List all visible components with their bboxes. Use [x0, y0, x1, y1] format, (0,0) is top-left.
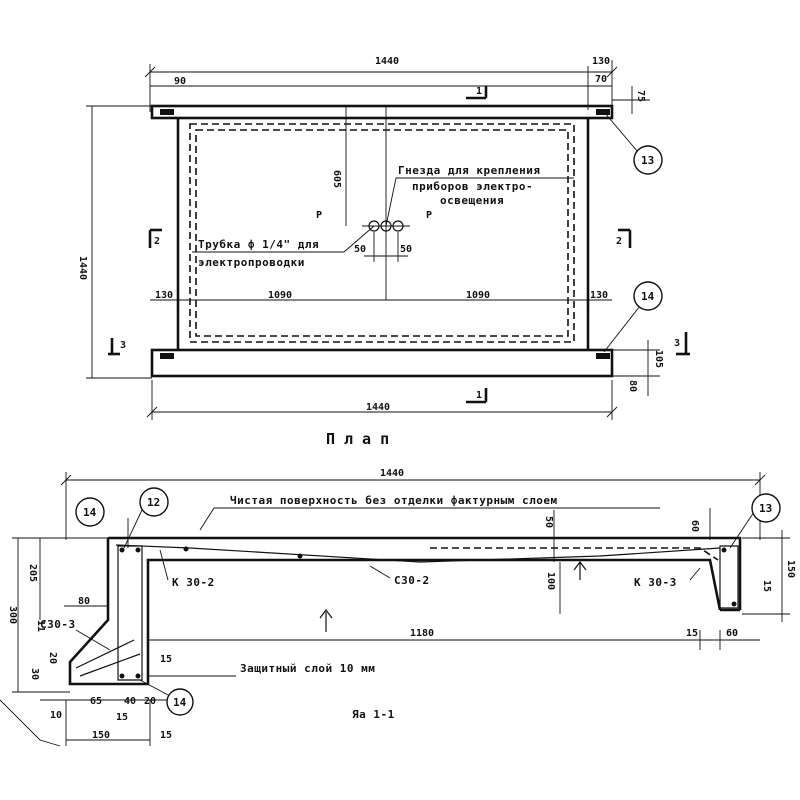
section-dim-15-mid: 15 — [686, 628, 698, 639]
section-dim-205: 205 — [27, 564, 38, 582]
section-dim-100-right: 100 — [545, 572, 556, 590]
section-dim-15-bottom-left: 15 — [116, 712, 128, 723]
section-dim-11: 11 — [35, 620, 46, 632]
section-dim-1180: 1180 — [410, 628, 434, 639]
plan-mark-r-right: Р — [426, 210, 432, 221]
plan-bubble-13-label: 13 — [641, 154, 654, 167]
section-dim-60-bottom: 60 — [726, 628, 738, 639]
plan-overall-width-bottom: 1440 — [366, 402, 390, 413]
plan-dim-50-right: 50 — [400, 244, 412, 255]
plan-rib-90: 90 — [174, 76, 186, 87]
plan-reinforcement-outline — [189, 123, 575, 343]
plan-dim-50-left: 50 — [354, 244, 366, 255]
plan-dim-105: 105 — [653, 350, 664, 368]
section-bubble-12 — [139, 487, 169, 517]
section-dim-30-left: 30 — [29, 668, 40, 680]
plan-dim-80: 80 — [627, 380, 638, 392]
section-dim-40: 40 — [124, 696, 136, 707]
plan-section-3-left: 3 — [120, 340, 126, 351]
section-dim-80-left: 80 — [78, 596, 90, 607]
plan-section-2-right: 2 — [616, 236, 622, 247]
section-dim-15-bottom-right: 15 — [160, 730, 172, 741]
section-dim-15-right: 15 — [761, 580, 772, 592]
section-rod-main — [115, 544, 721, 563]
section-bubble-14-top — [75, 497, 105, 527]
plan-top-flange — [150, 104, 614, 120]
section-dim-15-mid-left: 15 — [160, 654, 172, 665]
plan-bubble-14-label: 14 — [641, 290, 655, 303]
plan-rib-130-top-right: 130 — [592, 56, 610, 67]
plan-note-sockets-3: освещения — [440, 194, 504, 207]
section-overall-width: 1440 — [380, 468, 404, 479]
section-cage-left — [117, 545, 143, 681]
plan-note-pipe-2: электропроводки — [198, 256, 305, 269]
plan-note-pipe-1: Трубка ф 1/4" для — [198, 238, 319, 251]
section-bubble-12-label: 12 — [147, 496, 160, 509]
plan-bubble-13 — [633, 145, 663, 175]
section-dim-150-right: 150 — [785, 560, 796, 578]
section-title: Яа 1-1 — [352, 708, 395, 721]
section-rod-c30-3: С30-3 — [40, 618, 76, 631]
plan-dim-70: 70 — [595, 74, 607, 85]
plan-mark-r-left: Р — [316, 210, 322, 221]
section-cage-k30-2: К 30-2 — [172, 576, 215, 589]
section-bubble-14-top-label: 14 — [83, 506, 97, 519]
plan-dim-605: 605 — [331, 170, 342, 188]
section-dim-300: 300 — [7, 606, 18, 624]
section-dim-10: 10 — [50, 710, 62, 721]
section-view: 1440 Чистая поверхность без отделки факт… — [0, 468, 796, 747]
section-dim-50-top: 50 — [543, 516, 554, 528]
section-rod-c30-2: С30-2 — [394, 574, 430, 587]
plan-section-2-left: 2 — [154, 236, 160, 247]
section-bubble-14-bottom-label: 14 — [173, 696, 187, 709]
plan-overall-width: 1440 — [375, 56, 399, 67]
plan-note-sockets-2: приборов электро- — [412, 180, 533, 193]
plan-section-3-right: 3 — [674, 338, 680, 349]
plan-section-1-top: 1 — [476, 86, 482, 97]
section-bubble-13-label: 13 — [759, 502, 772, 515]
section-dim-150-bottom: 150 — [92, 730, 110, 741]
plan-section-1-bottom: 1 — [476, 390, 482, 401]
plan-view: 1440 90 130 70 75 1 1440 — [77, 56, 690, 448]
section-dim-60-top-right: 60 — [689, 520, 700, 532]
plan-rib-130-left: 130 — [155, 290, 173, 301]
plan-title: Плап — [326, 430, 398, 448]
section-top-surface — [108, 536, 742, 610]
plan-note-sockets-1: Гнезда для крепления — [398, 164, 540, 177]
section-dim-20-left: 20 — [47, 652, 58, 664]
plan-bubble-14 — [633, 281, 663, 311]
plan-span-left: 1090 — [268, 290, 292, 301]
plan-dim-75: 75 — [635, 90, 646, 102]
plan-rib-130-right: 130 — [590, 290, 608, 301]
section-bubble-13 — [751, 493, 781, 523]
section-surface-note: Чистая поверхность без отделки фактурным… — [230, 494, 558, 507]
section-cage-k30-3: К 30-3 — [634, 576, 677, 589]
section-cage-right — [719, 545, 739, 609]
plan-bottom-flange — [150, 348, 614, 378]
section-bubble-14-bottom — [166, 688, 194, 716]
plan-overall-depth: 1440 — [77, 256, 88, 280]
section-cover-note: Защитный слой 10 мм — [240, 662, 375, 675]
section-dim-65: 65 — [90, 696, 102, 707]
plan-span-right: 1090 — [466, 290, 490, 301]
